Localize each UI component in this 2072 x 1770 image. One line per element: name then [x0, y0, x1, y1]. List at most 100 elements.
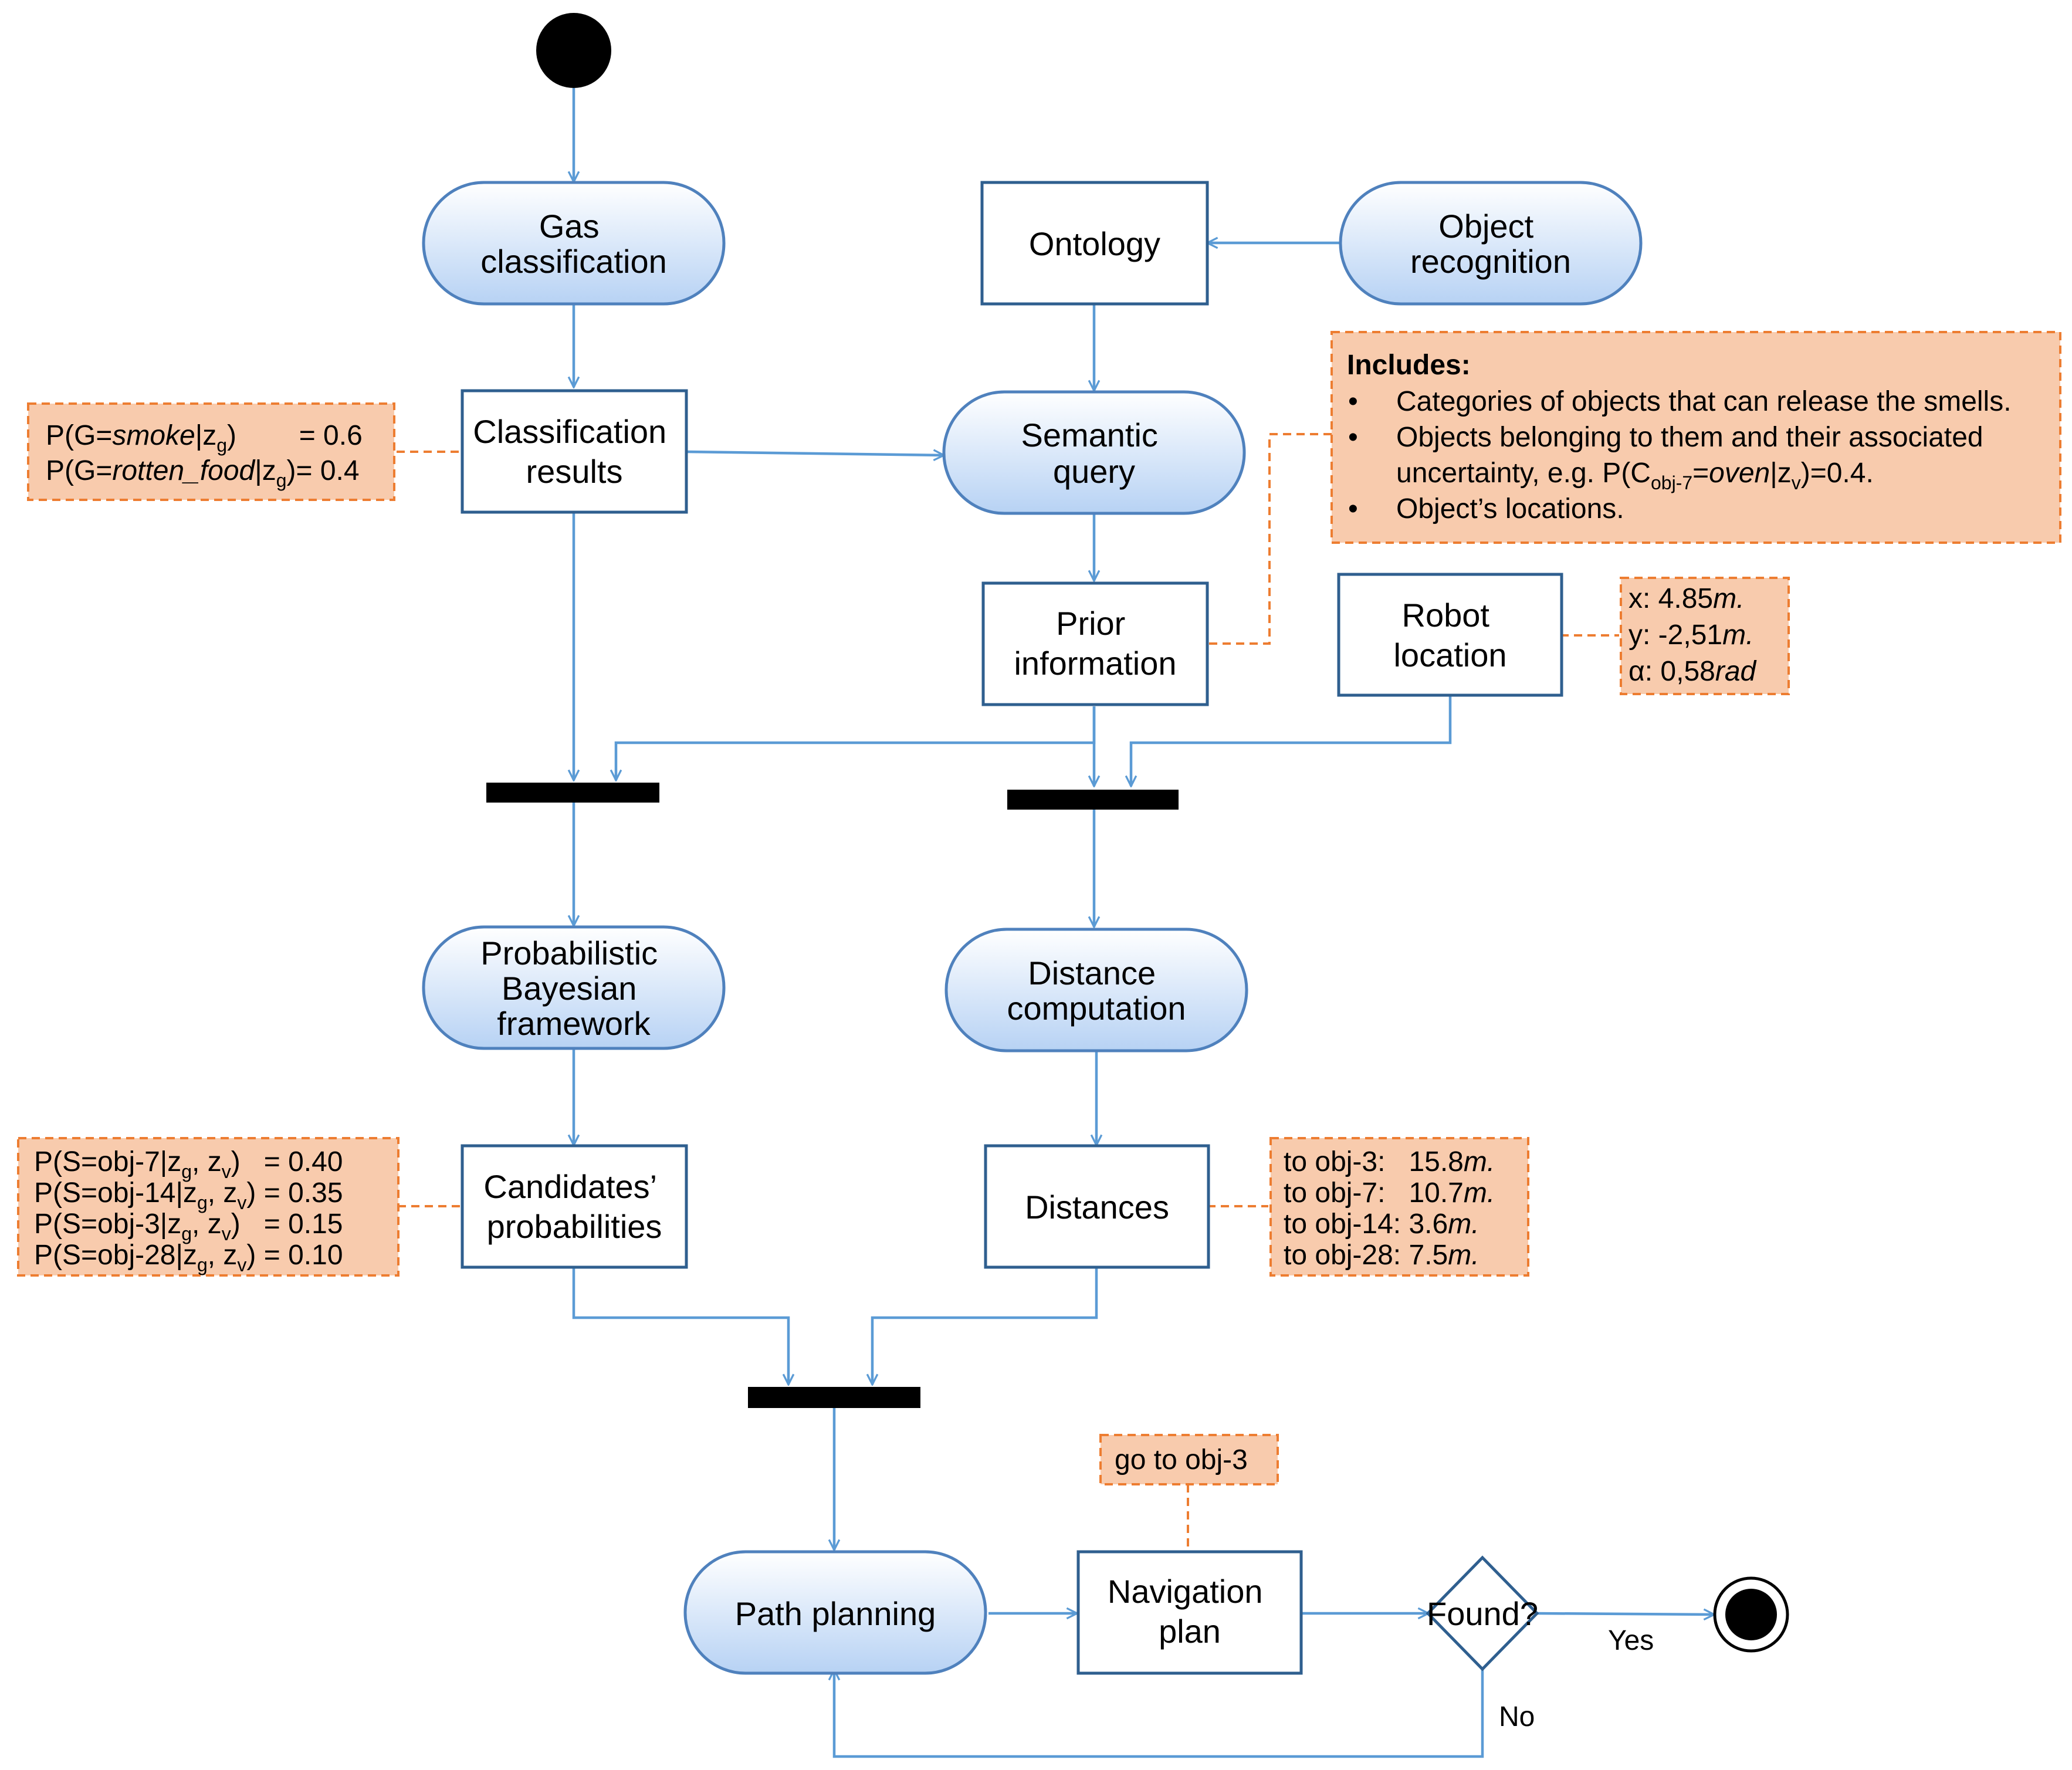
label-line: Distance: [1028, 955, 1156, 991]
label-line: Object: [1438, 208, 1533, 245]
note-text-run: go to obj-3: [1115, 1444, 1248, 1475]
includes-note: [1330, 331, 2061, 544]
note-text-run: to obj-7: 10.7: [1284, 1177, 1464, 1209]
initial-node: [536, 13, 611, 88]
object-recognition-node: [1339, 181, 1643, 306]
note-text-run: )= 0.4: [287, 455, 360, 486]
includes-item-line: Object’s locations.: [1396, 493, 1624, 524]
label-line: classification: [480, 243, 666, 280]
label-line: plan: [1159, 1613, 1221, 1650]
note-text-run: , z: [208, 1240, 238, 1271]
note-text-run: ) = 0.35: [246, 1177, 343, 1209]
ontology-label: Ontology: [1029, 225, 1160, 262]
note-text-run: ) = 0.15: [231, 1209, 343, 1240]
note-text-run: |z: [195, 420, 216, 451]
note-line: P(S=obj-14|zg, zv) = 0.35: [34, 1177, 343, 1213]
note-text-run: m.: [1448, 1209, 1479, 1240]
gas-classification-node: [422, 181, 726, 306]
note-text-run: v: [222, 1223, 231, 1244]
note-text-run: v: [1792, 472, 1801, 493]
note-text-run: to obj-14: 3.6: [1284, 1209, 1448, 1240]
navigation-plan-node: [1076, 1550, 1303, 1675]
probabilistic-framework-label: Probabilistic Bayesian framework: [480, 935, 666, 1042]
distance-computation-label: Distance computation: [1007, 955, 1186, 1027]
note-text-run: |z: [255, 455, 276, 486]
includes-list: • Categories of objects that can release …: [1348, 386, 2012, 524]
label-line: Gas: [539, 208, 600, 245]
includes-item-line: Objects belonging to them and their asso…: [1396, 422, 1983, 453]
note-text-run: v: [237, 1254, 246, 1275]
note-text-run: P(G=: [46, 420, 112, 451]
bullet-icon: •: [1348, 386, 1358, 417]
note-line: P(G=smoke|zg) = 0.6: [46, 420, 363, 456]
edge-robot-to-fork2: [1131, 696, 1452, 786]
note-text-run: α: 0,58: [1629, 656, 1715, 687]
distances-label: Distances: [1025, 1189, 1169, 1226]
note-text-run: Categories of objects that can release t…: [1396, 386, 2012, 417]
note-text-run: )=0.4.: [1801, 458, 1874, 489]
fork-bar-left: [486, 783, 659, 803]
note-text-run: to obj-28: 7.5: [1284, 1240, 1448, 1271]
note-line: to obj-7: 10.7m.: [1284, 1177, 1495, 1209]
note-line: to obj-14: 3.6m.: [1284, 1209, 1479, 1240]
distance-computation-node: [944, 928, 1248, 1052]
navigation-plan-label: Navigation plan: [1108, 1573, 1272, 1650]
label-line: Prior: [1056, 605, 1125, 642]
label-line: information: [1014, 645, 1176, 682]
note-text-run: g: [197, 1192, 208, 1213]
note-text-run: m.: [1464, 1146, 1495, 1177]
note-text-run: ) = 0.6: [227, 420, 363, 451]
label-line: framework: [497, 1005, 651, 1042]
label-line: recognition: [1410, 243, 1571, 280]
note-text-run: P(S=obj-28|z: [34, 1240, 197, 1271]
yes-guard-label: Yes: [1608, 1625, 1654, 1656]
ontology-node: [980, 181, 1209, 306]
prior-information-label: Prior information: [1014, 605, 1176, 682]
note-text-run: P(G=: [46, 455, 112, 486]
note-text-run: m.: [1713, 583, 1744, 614]
path-planning-label: Path planning: [735, 1595, 936, 1632]
path-planning-node: [683, 1550, 987, 1675]
classification-results-node: [461, 389, 688, 514]
distances-note: [1269, 1137, 1529, 1277]
label-line: Distances: [1025, 1189, 1169, 1226]
note-line: P(G=rotten_food|zg)= 0.4: [46, 455, 360, 491]
note-text-run: =: [1692, 458, 1709, 489]
note-text-run: v: [222, 1161, 231, 1182]
note-text-run: P(S=obj-7|z: [34, 1146, 181, 1177]
note-text-run: , z: [192, 1146, 222, 1177]
note-text-run: , z: [208, 1177, 238, 1209]
fork-bar-right: [1007, 790, 1179, 810]
label-line: probabilities: [487, 1208, 662, 1245]
edge-found-no-loop: [834, 1669, 1484, 1758]
prior-information-node: [981, 581, 1209, 706]
semantic-query-label: Semantic query: [1021, 417, 1167, 490]
note-line: to obj-28: 7.5m.: [1284, 1240, 1479, 1271]
label-line: location: [1393, 637, 1506, 674]
note-text-run: Objects belonging to them and their asso…: [1396, 422, 1983, 453]
gas-probabilities-note: [27, 402, 395, 501]
edge-candidates-to-join: [572, 1268, 788, 1385]
label-line: Classification: [473, 413, 666, 450]
semantic-query-node: [942, 390, 1246, 515]
note-text-run: P(S=obj-3|z: [34, 1209, 181, 1240]
note-text-run: g: [181, 1161, 192, 1182]
gas-classification-label: Gas classification: [480, 208, 666, 280]
note-text-run: to obj-3: 15.8: [1284, 1146, 1464, 1177]
candidates-probabilities-node: [461, 1144, 688, 1269]
note-line: x: 4.85m.: [1629, 583, 1744, 614]
note-text-run: oven: [1709, 458, 1770, 489]
object-recognition-label: Object recognition: [1410, 208, 1571, 280]
label-line: Navigation: [1108, 1573, 1263, 1610]
note-text-run: ) = 0.40: [231, 1146, 343, 1177]
note-text-run: y: -2,51: [1629, 620, 1722, 651]
note-connectors: [397, 433, 1619, 1550]
classification-results-label: Classification results: [473, 413, 675, 490]
note-text-run: |z: [1770, 458, 1791, 489]
label-line: Robot: [1402, 597, 1490, 634]
join-bar: [748, 1387, 920, 1408]
bullet-icon: •: [1348, 493, 1358, 524]
note-text-run: g: [197, 1254, 208, 1275]
flow-edges: [572, 88, 1714, 1758]
